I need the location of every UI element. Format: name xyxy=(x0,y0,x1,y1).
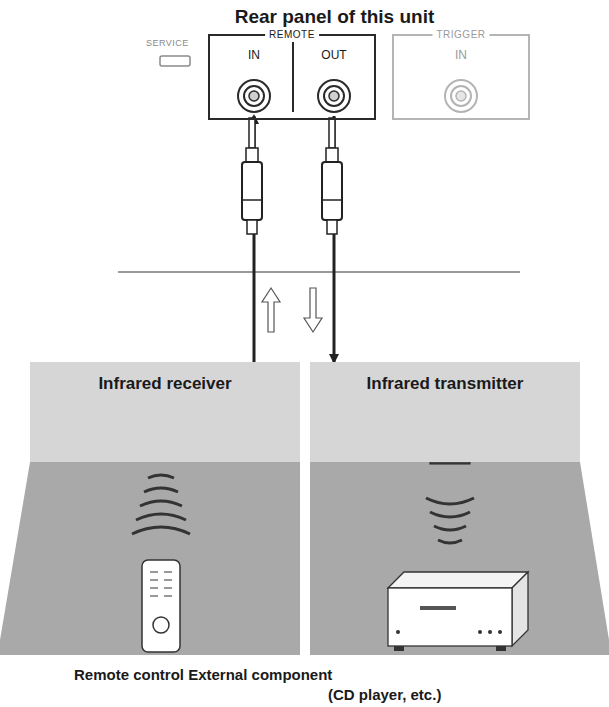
mini-plug xyxy=(322,118,342,234)
mini-plug xyxy=(242,118,262,234)
remote-control xyxy=(142,560,180,652)
infrared-waves xyxy=(426,498,474,543)
port-label: SERVICE xyxy=(146,38,189,48)
connector-group: TRIGGERIN xyxy=(392,34,530,120)
device-area: Infrared transmitter xyxy=(310,362,580,462)
jack-label: OUT xyxy=(306,48,362,62)
wall-line xyxy=(118,271,520,273)
jack-label: IN xyxy=(433,48,489,62)
jack-terminal: IN xyxy=(433,44,489,116)
floor xyxy=(0,462,300,655)
divider xyxy=(292,42,294,112)
group-label: TRIGGER xyxy=(432,28,489,42)
device-area: Infrared receiver xyxy=(30,362,300,462)
service-port xyxy=(160,56,190,66)
caption-text: Remote control External component xyxy=(74,666,332,683)
connector-group: REMOTEINOUT xyxy=(208,34,376,120)
cd-player xyxy=(388,572,528,651)
floor xyxy=(30,462,300,655)
device-label: Infrared receiver xyxy=(30,362,300,394)
direction-arrow xyxy=(304,288,322,332)
direction-arrow xyxy=(262,288,280,332)
jack-label: IN xyxy=(226,48,282,62)
group-label: REMOTE xyxy=(265,28,319,42)
jack-terminal: IN xyxy=(226,44,282,116)
title: Rear panel of this unit xyxy=(30,6,609,28)
jack-socket xyxy=(306,66,362,116)
jack-socket xyxy=(226,66,282,116)
jack-socket xyxy=(433,66,489,116)
caption-text: (CD player, etc.) xyxy=(328,686,441,703)
jack-terminal: OUT xyxy=(306,44,362,116)
device-label: Infrared transmitter xyxy=(310,362,580,394)
floor xyxy=(310,462,609,655)
infrared-waves xyxy=(132,475,190,534)
